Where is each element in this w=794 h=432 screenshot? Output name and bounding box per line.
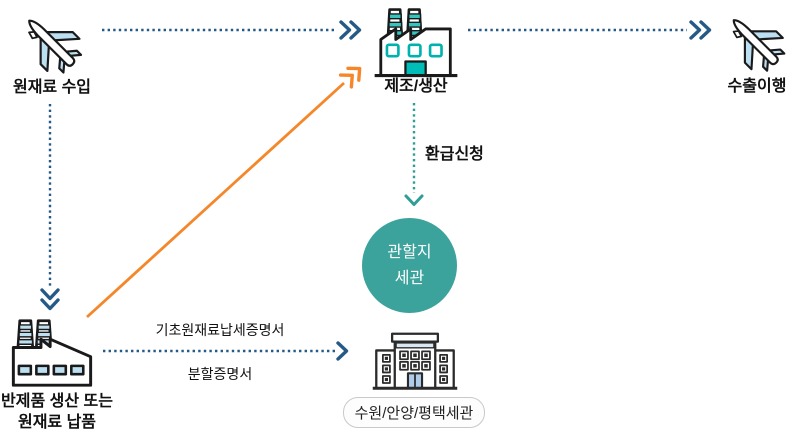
arrow-import-to-manufacture: [102, 20, 362, 40]
refund-application-label: 환급신청: [425, 146, 484, 163]
manufacture-label: 제조/생산: [384, 78, 448, 95]
arrow-certificate: [103, 341, 349, 361]
export-label: 수출이행: [727, 78, 787, 95]
certificate-label-top: 기초원재료납세증명서: [155, 322, 285, 338]
arrow-subcontractor-to-manufacture: [86, 66, 362, 319]
subcontract-label: 반제품 생산 또는 원재료 납품: [0, 391, 127, 432]
arrow-manufacture-to-export: [468, 20, 712, 40]
arrow-import-to-subcontractor: [40, 104, 60, 311]
arrow-refund-application: [404, 103, 424, 206]
certificate-label-bottom: 분할증명서: [187, 366, 253, 382]
import-label: 원재료 수입: [12, 79, 92, 96]
subcontract-label-line2: 원재료 납품: [17, 414, 97, 431]
customs-office-badge: 수원/안양/평택세관: [343, 397, 485, 428]
factory-manufacture-icon: [372, 4, 460, 82]
airplane-import-icon: [6, 0, 96, 82]
jurisdiction-customs-circle: 관할지 세관: [362, 218, 457, 313]
customs-circle-line1: 관할지: [387, 243, 432, 261]
customs-circle-line2: 세관: [394, 269, 425, 287]
subcontract-label-line1: 반제품 생산 또는: [1, 393, 113, 410]
airplane-export-icon: [712, 0, 794, 80]
customs-building-icon: [371, 329, 459, 393]
factory-subcontract-icon: [6, 318, 98, 388]
